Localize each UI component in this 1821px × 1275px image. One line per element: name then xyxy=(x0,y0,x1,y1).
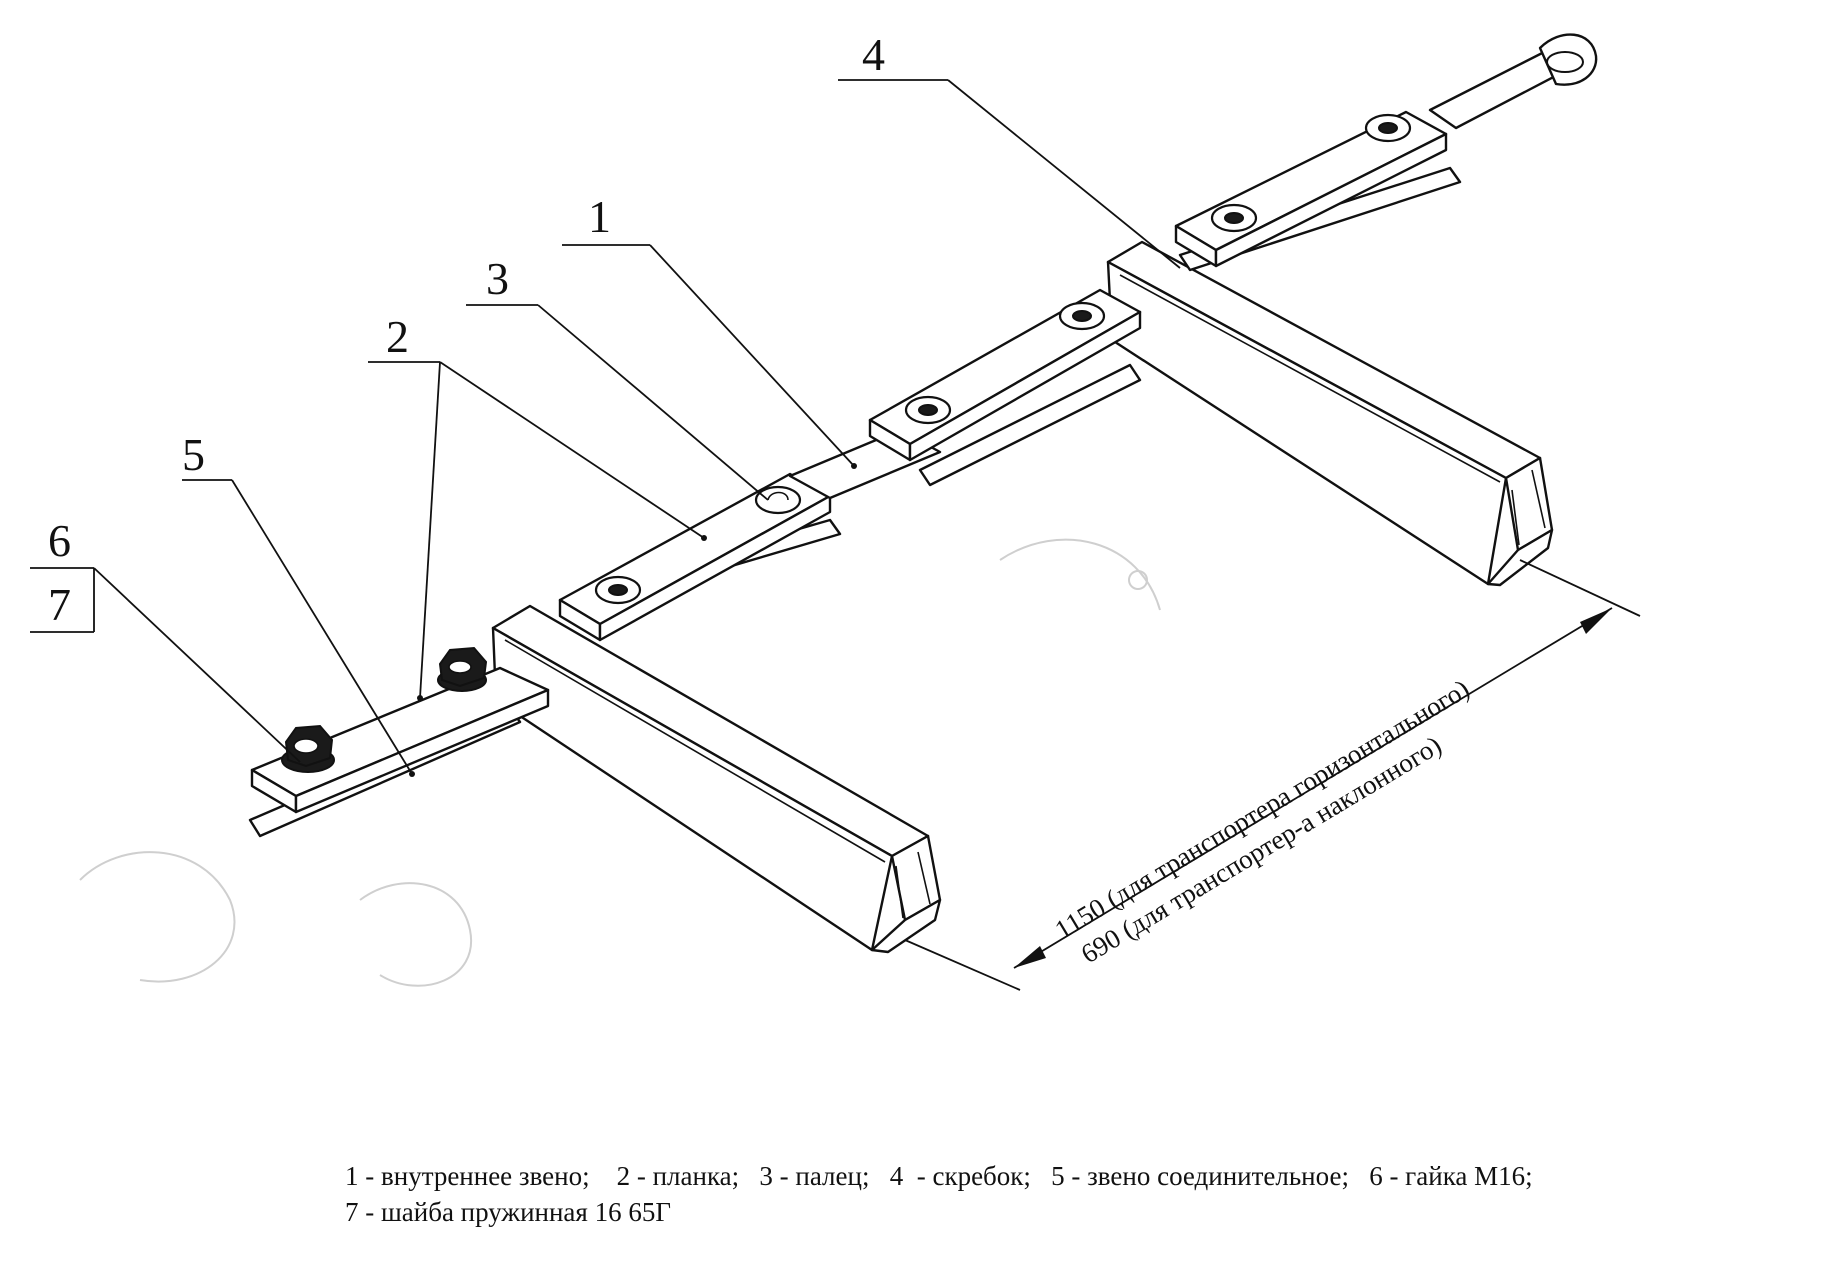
arrowhead-left xyxy=(1014,946,1046,968)
parts-legend: 1 - внутреннее звено; 2 - планка; 3 - па… xyxy=(345,1158,1805,1230)
background-ghost-marks xyxy=(79,538,1161,987)
extension-line-left xyxy=(904,939,1021,991)
extension-line-right xyxy=(1519,559,1641,617)
ghost-circle xyxy=(1128,570,1148,590)
plate-2-link xyxy=(558,472,832,642)
lower-plate-b xyxy=(918,363,1142,487)
callout-1: 1 xyxy=(588,191,611,242)
scraper-right xyxy=(1106,240,1554,587)
dimension-arrow-line xyxy=(1013,607,1613,969)
callout-5: 5 xyxy=(182,429,205,480)
dimension-line: 1150 (для транспортера горизонтального) … xyxy=(904,559,1641,991)
callout-6: 6 xyxy=(48,515,71,566)
dimension-inclined-label: 690 (для транспортер-а наклонного) xyxy=(1076,730,1447,969)
legend-line-2: 7 - шайба пружинная 16 65Г xyxy=(345,1197,671,1227)
middle-plate-link xyxy=(868,288,1142,462)
dimension-horizontal-label: 1150 (для транспортера горизонтального) xyxy=(1050,673,1475,945)
callout-3: 3 xyxy=(486,253,509,304)
callouts: 4 1 3 2 5 6 7 xyxy=(30,29,1181,775)
right-plate-link xyxy=(1174,110,1448,268)
pin-3-head xyxy=(754,485,802,515)
arrowhead-right xyxy=(1580,608,1612,634)
scraper-left xyxy=(491,604,942,954)
callout-4: 4 xyxy=(862,29,885,80)
legend-line-1: 1 - внутреннее звено; 2 - планка; 3 - па… xyxy=(345,1161,1533,1191)
callout-7: 7 xyxy=(48,579,71,630)
connecting-link xyxy=(250,646,550,814)
callout-2: 2 xyxy=(386,311,409,362)
end-hook-link xyxy=(1428,33,1598,130)
